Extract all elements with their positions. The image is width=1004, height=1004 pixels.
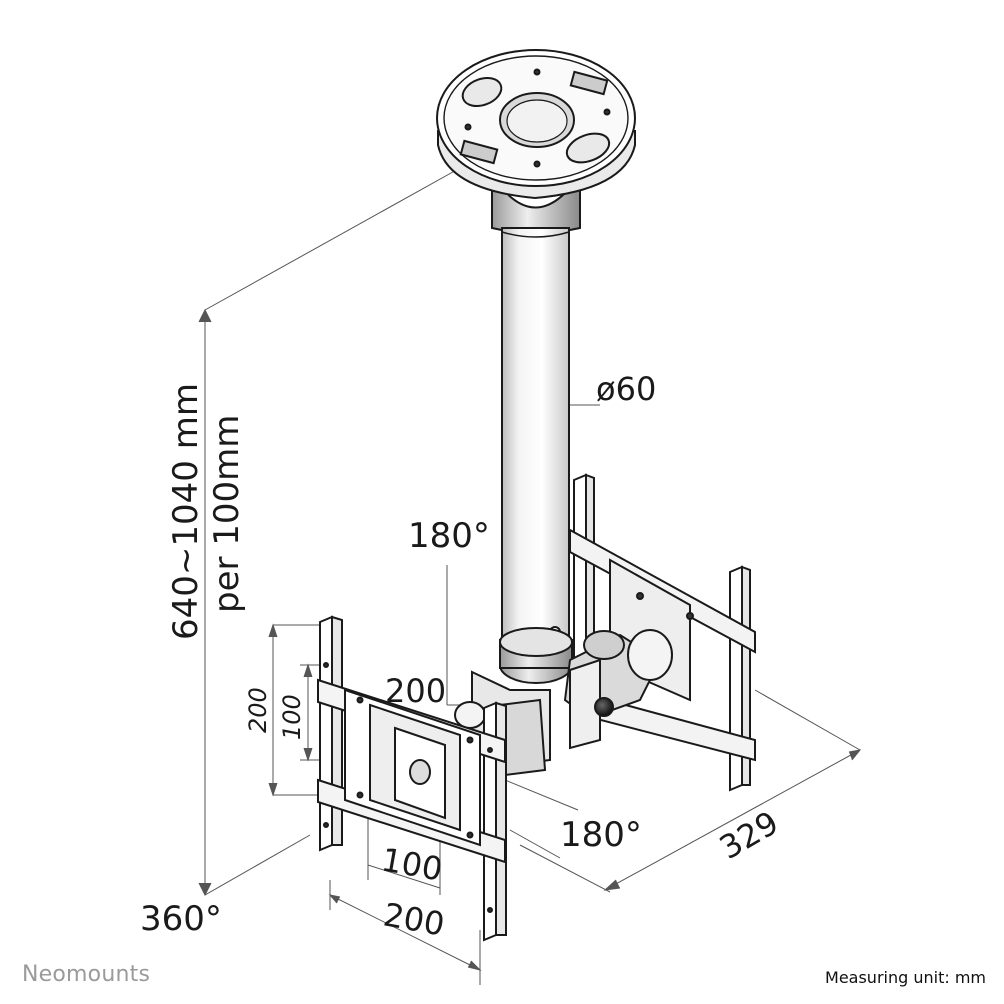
- ceiling-plate: [436, 49, 636, 234]
- pole-diameter-label: ø60: [596, 370, 656, 408]
- pole: [501, 227, 570, 659]
- measuring-unit-label: Measuring unit: mm: [825, 968, 986, 987]
- swivel-label: 200: [385, 672, 446, 710]
- front-vesa-frame: [317, 615, 507, 942]
- height-range-label: 640~1040 mm: [166, 383, 206, 640]
- vesa-horizontal-outer-label: 200: [381, 895, 448, 943]
- rotation-label: 360°: [140, 899, 222, 939]
- tilt-bottom-label: 180°: [560, 815, 642, 855]
- brand-logo: Neomounts: [22, 962, 151, 987]
- tilt-head: [454, 627, 673, 777]
- depth-label: 329: [713, 803, 785, 866]
- vesa-vertical-outer-label: 200: [244, 687, 272, 733]
- vesa-horizontal-inner-label: 100: [379, 840, 446, 888]
- height-step-label: per 100mm: [207, 415, 247, 613]
- vesa-vertical-inner-label: 100: [278, 694, 306, 740]
- tilt-top-label: 180°: [408, 516, 490, 556]
